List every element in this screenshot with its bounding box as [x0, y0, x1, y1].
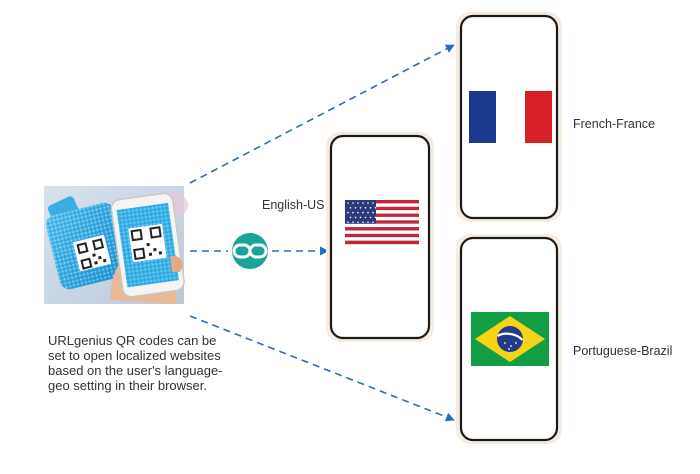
us-flag-star	[369, 207, 372, 209]
us-flag-star	[367, 221, 369, 223]
description-caption: URLgenius QR codes can be set to open lo…	[48, 333, 223, 393]
scanning-phone	[110, 192, 185, 298]
us-flag-star	[372, 211, 374, 214]
us-flag-star	[357, 202, 359, 204]
label-french-france: French-France	[573, 117, 655, 131]
us-flag-stripe	[345, 213, 419, 218]
jar-qr-code	[76, 238, 107, 270]
us-flag-star	[357, 221, 359, 223]
flag-usa	[345, 200, 419, 245]
us-flag-star	[364, 207, 367, 209]
jar-image	[45, 196, 129, 290]
us-flag-stripe	[345, 220, 419, 224]
us-flag-stripe	[345, 203, 419, 207]
label-english-us: English-US	[262, 198, 325, 212]
us-flag-star	[369, 216, 372, 219]
us-flag-star	[364, 216, 367, 219]
us-flag-star	[359, 207, 362, 209]
flag-brazil	[471, 312, 549, 366]
phone-portuguese-brazil	[456, 234, 562, 444]
us-flag-star	[367, 211, 369, 214]
us-flag-star	[349, 216, 352, 219]
us-flag-stripe	[345, 216, 419, 221]
us-flag-stripe	[345, 223, 419, 228]
us-flag-star	[347, 211, 349, 214]
label-portuguese-brazil: Portuguese-Brazil	[573, 344, 673, 358]
us-flag-star	[367, 202, 369, 204]
phone-english-us	[326, 132, 434, 342]
us-flag-stripe	[345, 233, 419, 238]
us-flag-stripe	[345, 206, 419, 211]
link-badge	[232, 233, 268, 269]
us-flag-star	[359, 216, 362, 219]
us-flag-star	[352, 221, 354, 223]
us-flag-star	[362, 202, 364, 204]
us-flag-star	[354, 216, 357, 219]
us-flag-star	[362, 221, 364, 223]
us-flag-stripe	[345, 230, 419, 235]
us-flag-star	[374, 207, 377, 209]
qr-scan-photo	[44, 186, 188, 304]
us-flag-stripe	[345, 240, 419, 245]
link-icon	[232, 243, 268, 259]
us-flag-stripe	[345, 200, 419, 204]
us-flag-star	[352, 202, 354, 204]
us-flag-star	[374, 216, 377, 219]
us-flag-star	[347, 221, 349, 223]
us-flag-star	[352, 211, 354, 214]
us-flag-star	[357, 211, 359, 214]
us-flag-star	[347, 202, 349, 204]
us-flag-stripe	[345, 237, 419, 241]
phone-french-france	[456, 12, 562, 222]
us-flag-stripe	[345, 227, 419, 231]
arrow-to-french-france	[189, 44, 455, 184]
us-flag-star	[354, 207, 357, 209]
us-flag-canton	[345, 200, 376, 224]
us-flag-star	[372, 202, 374, 204]
arrows	[189, 44, 455, 422]
flag-france	[469, 91, 552, 143]
us-flag-star	[372, 221, 374, 223]
us-flag-star	[349, 207, 352, 209]
us-flag-stripe	[345, 210, 419, 214]
us-flag-star	[362, 211, 364, 214]
